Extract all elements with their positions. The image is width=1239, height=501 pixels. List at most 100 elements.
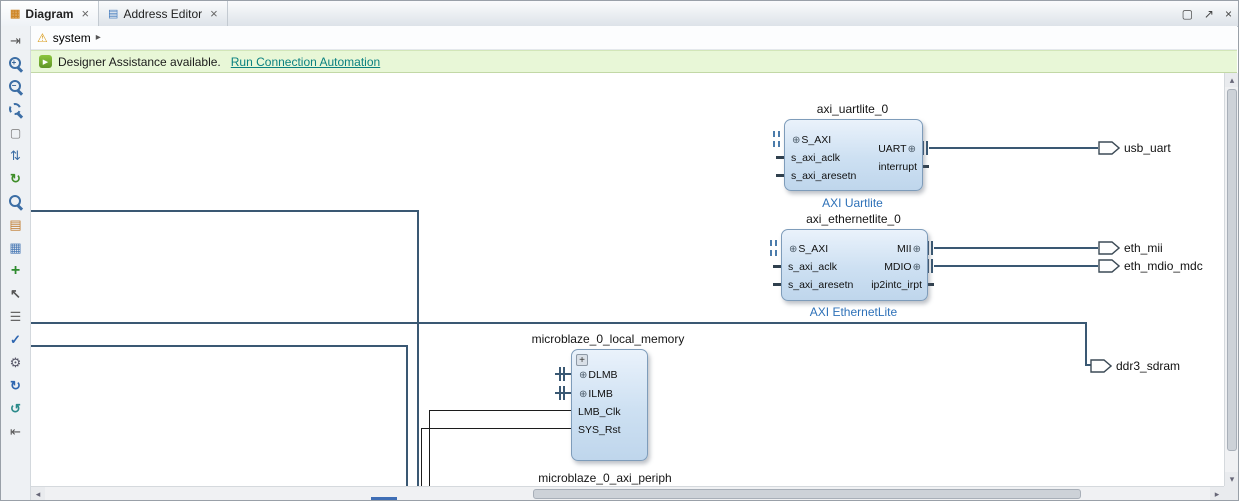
float-icon[interactable]: ↗: [1203, 6, 1214, 21]
pin-stub[interactable]: [926, 283, 934, 286]
external-port-usb-uart[interactable]: [1098, 141, 1121, 155]
vertical-scrollbar-thumb[interactable]: [1227, 89, 1237, 451]
port-ip2intc-irpt[interactable]: ip2intc_irpt: [871, 278, 922, 292]
regenerate-layout-button[interactable]: ↻: [4, 374, 28, 397]
vertical-scrollbar[interactable]: ▴ ▾: [1224, 73, 1238, 486]
wire[interactable]: [421, 428, 422, 486]
block-instance-name[interactable]: microblaze_0_local_memory: [531, 332, 685, 346]
scroll-left-icon[interactable]: ◂: [31, 487, 45, 500]
settings-button[interactable]: ⚙: [4, 351, 28, 374]
search-button[interactable]: [4, 190, 28, 213]
wire[interactable]: [31, 322, 1087, 324]
wire[interactable]: [421, 428, 571, 429]
pin-stub[interactable]: [773, 283, 781, 286]
zoom-fit-icon: [8, 102, 23, 117]
wire[interactable]: [929, 147, 1098, 149]
chevron-right-icon[interactable]: ▸: [95, 32, 101, 43]
zoom-in-icon: +: [8, 56, 23, 71]
block-instance-name[interactable]: axi_uartlite_0: [816, 102, 889, 116]
zoom-fit-button[interactable]: [4, 98, 28, 121]
port-s-axi[interactable]: ⊕S_AXI: [788, 242, 828, 256]
external-port-eth-mii[interactable]: [1098, 241, 1121, 255]
block-type-label: AXI EthernetLite: [809, 305, 898, 319]
external-port-label[interactable]: eth_mii: [1124, 241, 1163, 255]
wire[interactable]: [429, 410, 430, 486]
wire[interactable]: [406, 345, 408, 486]
port-dlmb[interactable]: ⊕DLMB: [578, 368, 618, 382]
select-area-button[interactable]: ▢: [4, 121, 28, 144]
wire[interactable]: [934, 265, 1098, 267]
port-s-axi-aresetn[interactable]: s_axi_aresetn: [788, 278, 853, 292]
port-s-axi-aresetn[interactable]: s_axi_aresetn: [791, 169, 856, 183]
port-label: s_axi_aresetn: [791, 170, 857, 182]
ip-block-axi-ethernetlite-0[interactable]: ⊕S_AXI s_axi_aclk s_axi_aresetn MII⊕ MDI…: [781, 229, 928, 301]
external-port-ddr3-sdram[interactable]: [1090, 359, 1113, 373]
show-grid-button[interactable]: ▦: [4, 236, 28, 259]
design-checklist-button[interactable]: ☰: [4, 305, 28, 328]
diagram-canvas[interactable]: axi_uartlite_0 ⊕S_AXI s_axi_aclk s_axi_a…: [31, 73, 1224, 486]
pointer-button[interactable]: ↖: [4, 282, 28, 305]
close-icon[interactable]: ×: [1224, 6, 1232, 21]
scroll-up-icon[interactable]: ▴: [1225, 73, 1238, 87]
fit-selection-button[interactable]: ⇅: [4, 144, 28, 167]
tab-address-editor[interactable]: ▤ Address Editor ×: [99, 1, 228, 26]
port-s-axi[interactable]: ⊕S_AXI: [791, 133, 831, 147]
block-instance-name[interactable]: axi_ethernetlite_0: [806, 212, 901, 226]
port-mii[interactable]: MII⊕: [897, 242, 922, 256]
validate-design-button[interactable]: ✓: [4, 328, 28, 351]
tab-diagram[interactable]: ▦ Diagram ×: [1, 1, 100, 26]
port-s-axi-aclk[interactable]: s_axi_aclk: [791, 151, 840, 165]
close-tab-icon[interactable]: ×: [81, 6, 90, 21]
horizontal-scrollbar-thumb[interactable]: [533, 489, 1081, 499]
horizontal-scrollbar[interactable]: ◂ ▸: [31, 486, 1224, 500]
pin-stub[interactable]: [773, 265, 781, 268]
interface-connector-icon[interactable]: [773, 131, 780, 147]
dock-button[interactable]: ⇥: [4, 29, 28, 52]
port-label: s_axi_aclk: [791, 152, 841, 164]
port-mdio[interactable]: MDIO⊕: [884, 260, 922, 274]
wire[interactable]: [1085, 322, 1087, 365]
collapse-hierarchy-button[interactable]: ▤: [4, 213, 28, 236]
wire[interactable]: [429, 410, 571, 411]
auto-fit-button[interactable]: ↻: [4, 167, 28, 190]
external-port-label[interactable]: eth_mdio_mdc: [1124, 259, 1203, 273]
wire[interactable]: [31, 210, 418, 212]
zoom-in-button[interactable]: +: [4, 52, 28, 75]
block-instance-name[interactable]: microblaze_0_axi_periph: [538, 471, 672, 485]
window-controls: ▢ ↗ ×: [1182, 1, 1232, 26]
external-port-eth-mdio-mdc[interactable]: [1098, 259, 1121, 273]
port-sys-rst[interactable]: SYS_Rst: [578, 423, 621, 437]
expand-icon[interactable]: +: [576, 354, 588, 366]
wire[interactable]: [934, 247, 1098, 249]
make-external-button[interactable]: ⇤: [4, 420, 28, 443]
wire[interactable]: [1085, 364, 1092, 366]
external-port-label[interactable]: usb_uart: [1124, 141, 1171, 155]
scroll-right-icon[interactable]: ▸: [1210, 487, 1224, 500]
design-name[interactable]: system: [52, 30, 91, 45]
external-port-label[interactable]: ddr3_sdram: [1116, 359, 1181, 373]
interface-connector-icon[interactable]: [770, 240, 777, 256]
port-s-axi-aclk[interactable]: s_axi_aclk: [788, 260, 837, 274]
port-label: ip2intc_irpt: [871, 279, 922, 291]
hierarchy-block-local-memory[interactable]: + ⊕DLMB ⊕ILMB LMB_Clk SYS_Rst: [571, 349, 648, 461]
refresh-button[interactable]: ↺: [4, 397, 28, 420]
run-connection-automation-link[interactable]: Run Connection Automation: [230, 54, 381, 69]
interface-pin-icon: ⊕: [789, 243, 798, 255]
zoom-out-button[interactable]: −: [4, 75, 28, 98]
port-ilmb[interactable]: ⊕ILMB: [578, 387, 613, 401]
scroll-down-icon[interactable]: ▾: [1225, 472, 1238, 486]
port-uart[interactable]: UART⊕: [878, 142, 917, 156]
pin-stub[interactable]: [776, 174, 784, 177]
add-ip-button[interactable]: +: [4, 259, 28, 282]
fit-selection-icon: ⇅: [10, 147, 21, 163]
close-tab-icon[interactable]: ×: [210, 6, 218, 21]
port-lmb-clk[interactable]: LMB_Clk: [578, 405, 621, 419]
pin-stub[interactable]: [921, 165, 929, 168]
maximize-icon[interactable]: ▢: [1181, 6, 1193, 21]
port-interrupt[interactable]: interrupt: [878, 160, 917, 174]
bus-hash-icon: [927, 241, 929, 255]
wire[interactable]: [417, 210, 419, 486]
ip-block-axi-uartlite-0[interactable]: ⊕S_AXI s_axi_aclk s_axi_aresetn UART⊕ in…: [784, 119, 923, 191]
pin-stub[interactable]: [776, 156, 784, 159]
wire[interactable]: [31, 345, 408, 347]
